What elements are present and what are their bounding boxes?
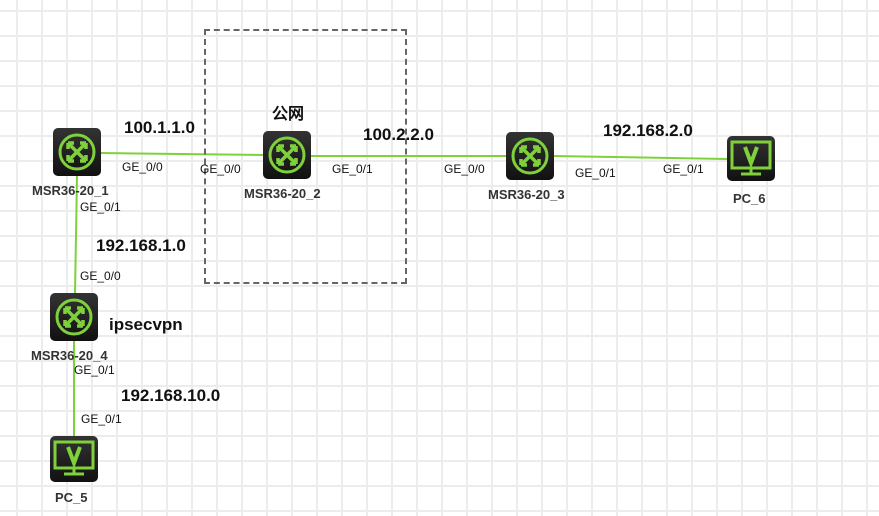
device-pc6[interactable]	[727, 136, 775, 181]
device-name: PC_6	[733, 191, 766, 206]
port-label: GE_0/1	[332, 162, 373, 176]
device-r1[interactable]	[53, 128, 101, 176]
router-icon	[55, 298, 93, 336]
device-name: PC_5	[55, 490, 88, 505]
network-label: 192.168.1.0	[96, 236, 186, 255]
network-label: 100.1.1.0	[124, 118, 195, 137]
port-label: GE_0/0	[122, 160, 163, 174]
port-label: GE_0/1	[575, 166, 616, 180]
area-label: 公网	[272, 106, 305, 123]
link-r1-r2[interactable]	[99, 152, 265, 156]
network-label: 100.2.2.0	[363, 125, 434, 144]
network-label: 192.168.2.0	[603, 121, 693, 140]
port-label: GE_0/0	[80, 269, 121, 283]
port-label: GE_0/0	[200, 162, 241, 176]
pc-icon	[53, 440, 95, 476]
device-pc5[interactable]	[50, 436, 98, 482]
port-label: GE_0/1	[81, 412, 122, 426]
port-label: GE_0/1	[74, 363, 115, 377]
vpn-label: ipsecvpn	[109, 315, 183, 334]
public-network-area[interactable]	[204, 29, 407, 284]
link-r3-pc6[interactable]	[552, 155, 729, 160]
device-r4[interactable]	[50, 293, 98, 341]
device-r3[interactable]	[506, 132, 554, 180]
device-name: MSR36-20_2	[244, 186, 321, 201]
port-label: GE_0/1	[663, 162, 704, 176]
device-r2[interactable]	[263, 131, 311, 179]
device-name: MSR36-20_4	[31, 348, 108, 363]
router-icon	[58, 133, 96, 171]
port-label: GE_0/0	[444, 162, 485, 176]
router-icon	[268, 136, 306, 174]
device-name: MSR36-20_3	[488, 187, 565, 202]
port-label: GE_0/1	[80, 200, 121, 214]
network-label: 192.168.10.0	[121, 386, 221, 405]
device-name: MSR36-20_1	[32, 183, 109, 198]
pc-icon	[730, 140, 772, 176]
link-r1-r4[interactable]	[74, 175, 78, 295]
router-icon	[511, 137, 549, 175]
